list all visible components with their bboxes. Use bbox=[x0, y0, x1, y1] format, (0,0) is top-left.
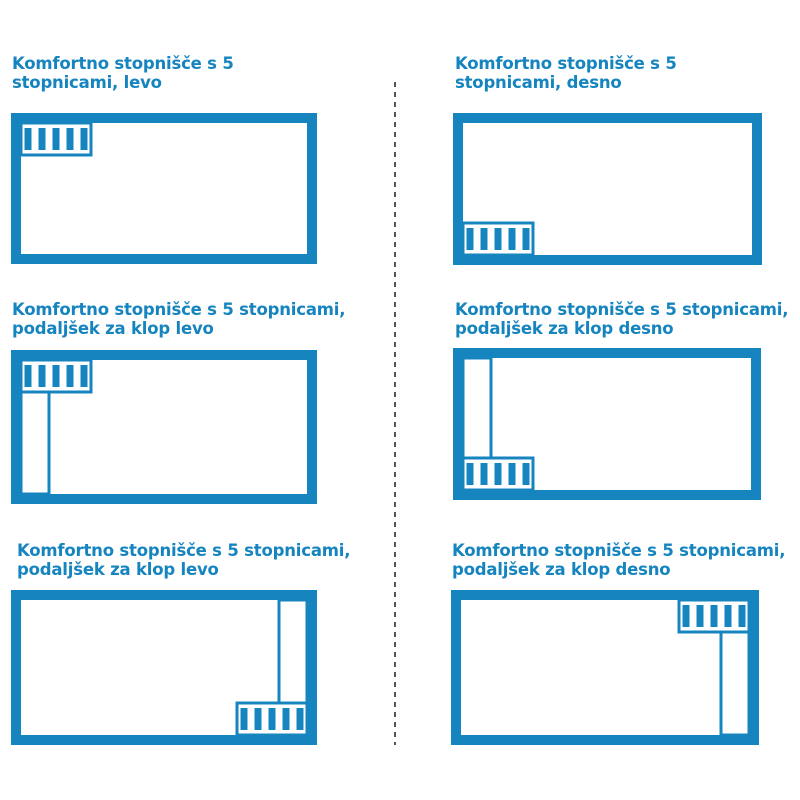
stair-block bbox=[461, 221, 535, 257]
stair-block bbox=[461, 456, 535, 492]
stair-block bbox=[235, 701, 309, 737]
stair-step bbox=[480, 463, 488, 485]
stair-step bbox=[522, 463, 530, 485]
stair-step bbox=[466, 463, 474, 485]
pool-plan-right-stairs bbox=[453, 113, 762, 265]
pool-plan-left-stairs-bench bbox=[11, 350, 317, 504]
stair-step bbox=[24, 128, 32, 150]
pool-caption-left-bench: Komfortno stopnišče s 5 stopnicami, poda… bbox=[12, 300, 346, 338]
stair-step bbox=[80, 128, 88, 150]
pool-outline bbox=[11, 350, 317, 504]
stair-step bbox=[52, 128, 60, 150]
bench-extension bbox=[461, 356, 493, 460]
stair-step bbox=[724, 605, 732, 627]
stair-step bbox=[480, 228, 488, 250]
stair-step bbox=[494, 228, 502, 250]
stair-step bbox=[522, 228, 530, 250]
stair-block bbox=[19, 358, 93, 394]
pool-caption-right-bench-alt: Komfortno stopnišče s 5 stopnicami, poda… bbox=[452, 541, 786, 579]
stair-step bbox=[508, 463, 516, 485]
pool-caption-right: Komfortno stopnišče s 5 stopnicami, desn… bbox=[455, 54, 677, 92]
stair-step bbox=[494, 463, 502, 485]
stair-step bbox=[38, 365, 46, 387]
stair-step bbox=[466, 228, 474, 250]
pool-caption-right-bench: Komfortno stopnišče s 5 stopnicami, poda… bbox=[455, 300, 789, 338]
pool-outline bbox=[11, 590, 317, 745]
stair-step bbox=[66, 365, 74, 387]
stair-step bbox=[38, 128, 46, 150]
pool-plan-right-stairs-bench bbox=[453, 348, 761, 500]
bench-extension bbox=[719, 630, 751, 737]
pool-plan-left-stairs bbox=[11, 113, 317, 264]
pool-caption-left-bench-alt: Komfortno stopnišče s 5 stopnicami, poda… bbox=[17, 541, 351, 579]
stair-step bbox=[52, 365, 60, 387]
stair-step bbox=[254, 708, 262, 730]
stair-step bbox=[682, 605, 690, 627]
stair-step bbox=[24, 365, 32, 387]
pool-outline bbox=[453, 113, 762, 265]
stair-step bbox=[738, 605, 746, 627]
pool-plan-left-stairs-bench-alt bbox=[11, 590, 317, 745]
stair-step bbox=[240, 708, 248, 730]
pool-outline bbox=[451, 590, 759, 745]
stair-block bbox=[677, 598, 751, 634]
pool-caption-left: Komfortno stopnišče s 5 stopnicami, levo bbox=[12, 54, 234, 92]
stair-step bbox=[508, 228, 516, 250]
pool-outline bbox=[11, 113, 317, 264]
stair-step bbox=[268, 708, 276, 730]
pool-outline bbox=[453, 348, 761, 500]
pool-plan-right-stairs-bench-alt bbox=[451, 590, 759, 745]
bench-extension bbox=[277, 598, 309, 705]
stair-step bbox=[80, 365, 88, 387]
bench-extension bbox=[19, 390, 51, 496]
stair-step bbox=[710, 605, 718, 627]
stair-step bbox=[66, 128, 74, 150]
stair-block bbox=[19, 121, 93, 157]
stair-step bbox=[696, 605, 704, 627]
stair-step bbox=[296, 708, 304, 730]
stair-step bbox=[282, 708, 290, 730]
